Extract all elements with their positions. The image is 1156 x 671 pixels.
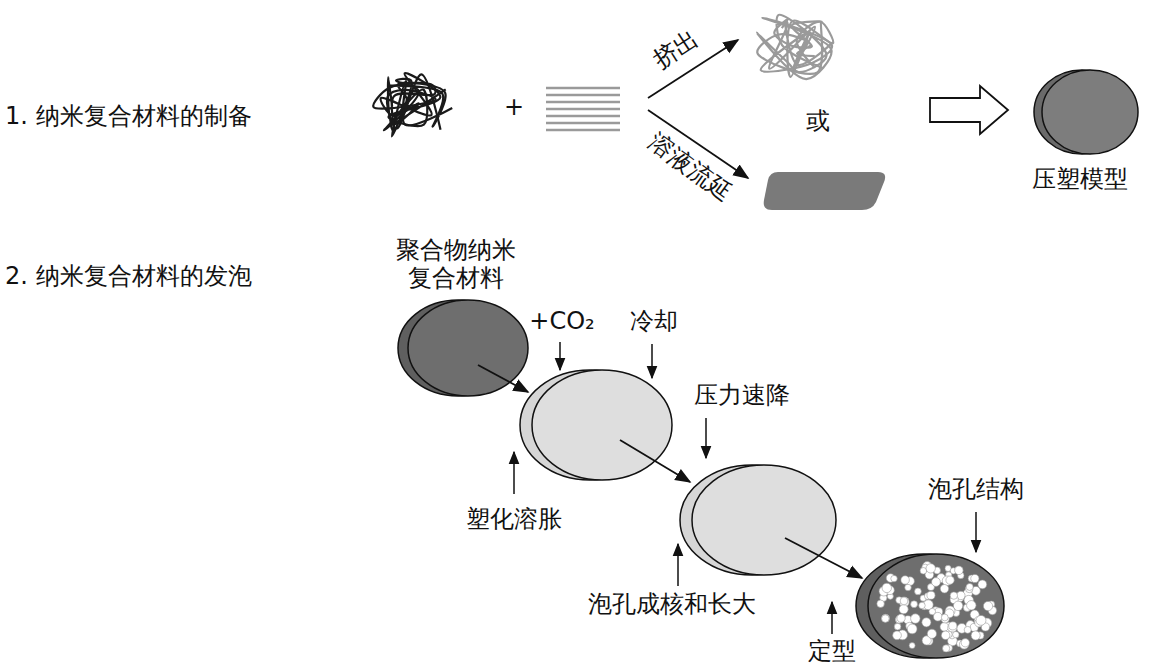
- foam-cell: [961, 639, 969, 647]
- material-label: 聚合物纳米 复合材料: [392, 237, 520, 292]
- foam-cell: [943, 645, 950, 652]
- foam-cell: [911, 601, 918, 608]
- foam-cell: [932, 578, 941, 587]
- foam-cell: [907, 624, 917, 634]
- foam-cell: [882, 614, 890, 622]
- foam-cell: [983, 601, 992, 610]
- section-heading: 1. 纳米复合材料的制备: [5, 103, 252, 131]
- process-label: 溶液流延: [643, 129, 737, 208]
- foam-cell: [941, 614, 948, 621]
- foam-cell: [905, 584, 911, 590]
- foam-cell: [940, 623, 949, 632]
- foam-cell: [964, 626, 971, 633]
- foam-cell: [966, 583, 973, 590]
- foam-cell: [882, 615, 890, 623]
- foam-cell: [920, 567, 927, 574]
- foam-cell: [900, 597, 908, 605]
- polymer-coil: [769, 20, 834, 76]
- foam-cell: [899, 605, 908, 614]
- foam-cell: [915, 588, 922, 595]
- foam-cell: [967, 601, 976, 610]
- step-label: 泡孔成核和长大: [588, 591, 756, 619]
- foam-cell: [978, 580, 987, 589]
- foam-cell: [941, 615, 949, 623]
- foam-cell: [897, 614, 905, 622]
- product-label: 压塑模型: [1032, 166, 1128, 194]
- foam-cell: [955, 566, 963, 574]
- foam-cell: [976, 615, 986, 625]
- foam-cell: [909, 643, 915, 649]
- foam-cell: [927, 629, 936, 638]
- foam-cell: [894, 623, 901, 630]
- foam-cell: [893, 631, 902, 640]
- foam-cell: [941, 631, 950, 640]
- foam-cell: [940, 585, 948, 593]
- plus-sign: +: [504, 94, 524, 122]
- foam-cell: [950, 592, 957, 599]
- foam-cell: [933, 612, 942, 621]
- foam-cell: [922, 618, 931, 627]
- foam-cell: [953, 631, 959, 637]
- foam-cell: [919, 602, 925, 608]
- foam-cell: [911, 614, 920, 623]
- step-label: 压力速降: [694, 382, 790, 410]
- foam-cell: [971, 631, 980, 640]
- foam-cell: [901, 576, 909, 584]
- foam-cell: [891, 575, 897, 581]
- step-label: 冷却: [630, 308, 678, 336]
- polymer-coil: [373, 74, 440, 131]
- or-label: 或: [806, 108, 830, 136]
- foam-cell: [882, 583, 891, 592]
- foam-cell: [946, 576, 954, 584]
- section-heading: 2. 纳米复合材料的发泡: [5, 263, 252, 291]
- foam-cell: [877, 600, 885, 608]
- step-label: 定型: [808, 638, 856, 666]
- step-label: +CO₂: [529, 308, 594, 336]
- foam-cell: [949, 622, 957, 630]
- step-label: 泡孔结构: [928, 476, 1024, 504]
- foam-cell: [971, 574, 979, 582]
- foam-cell: [926, 564, 935, 573]
- foam-cell: [927, 591, 935, 599]
- step-label: 塑化溶胀: [466, 506, 562, 534]
